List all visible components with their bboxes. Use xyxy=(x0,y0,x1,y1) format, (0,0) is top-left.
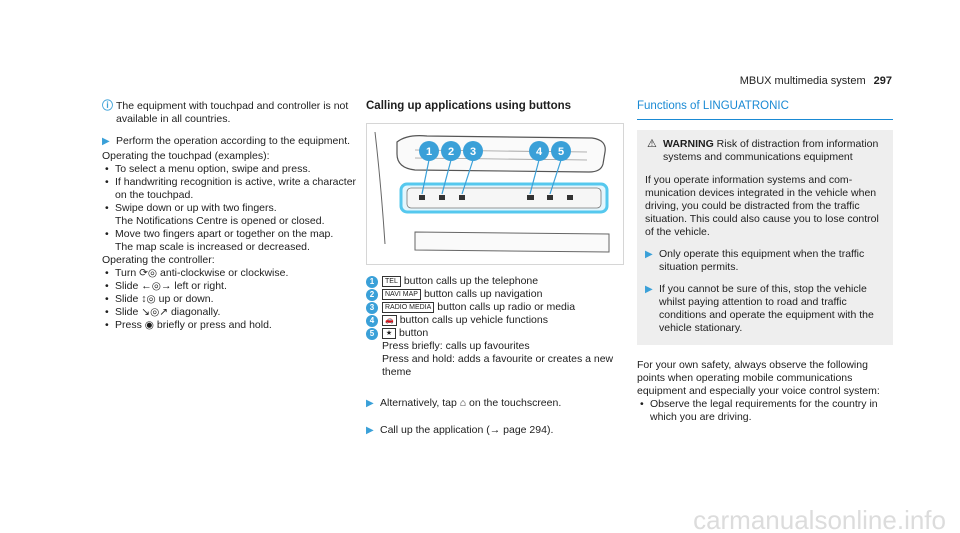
instruction-step: ▶ Alternatively, tap ⌂ on the touchscree… xyxy=(366,397,624,410)
controller-slide-diag-icon: ↘◎↗ xyxy=(141,306,169,318)
callout-label: 3 xyxy=(470,146,476,158)
list-item: Turn ⟳◎ anti-clockwise or clockwise. xyxy=(102,267,360,280)
list-item: Slide ↕◎ up or down. xyxy=(102,293,360,306)
legend-number: 1 xyxy=(366,276,378,288)
warning-triangle-icon: ⚠ xyxy=(647,138,657,150)
step-arrow-icon: ▶ xyxy=(366,398,374,409)
list-item: Press ◉ briefly or press and hold. xyxy=(102,319,360,332)
legend-detail: Press briefly: calls up favourites xyxy=(382,340,530,352)
legend-item-favourites: 5 ★button Press briefly: calls up favour… xyxy=(366,327,624,379)
touchpad-heading: Operating the touchpad (examples): xyxy=(102,150,270,162)
navi-map-button-icon: NAVI MAP xyxy=(382,289,421,300)
note-text: The equipment with touchpad and controll… xyxy=(116,100,349,125)
controller-press-icon: ◉ xyxy=(144,319,154,331)
page-number: 297 xyxy=(873,75,892,87)
legend-number: 5 xyxy=(366,328,378,340)
callout-label: 2 xyxy=(448,146,454,158)
list-item: Slide ↘◎↗ diagonally. xyxy=(102,306,360,319)
column-touchpad-controller: ⓘ The equipment with touchpad and contro… xyxy=(102,100,360,332)
legend-number: 2 xyxy=(366,289,378,301)
list-item: Swipe down or up with two fingers. xyxy=(102,202,360,215)
step-text: Only operate this equipment when the tra… xyxy=(659,248,865,273)
list-item: To select a menu option, swipe and press… xyxy=(102,163,360,176)
verb: Slide xyxy=(115,280,139,292)
page-header: MBUX multimedia system 297 xyxy=(740,75,892,88)
step-text: Alternatively, tap ⌂ on the touchscreen. xyxy=(380,397,562,409)
list-sub-text: The map scale is increased or decreased. xyxy=(115,241,310,253)
section-heading: Calling up applications using buttons xyxy=(366,100,572,112)
column-linguatronic: Functions of LINGUATRONIC ⚠ WARNING Risk… xyxy=(637,100,893,424)
item-text: up or down. xyxy=(158,293,214,305)
vehicle-button-icon: 🚗 xyxy=(382,315,397,326)
watermark: carmanualsonline.info xyxy=(693,505,946,533)
list-item: Slide ←◎→ left or right. xyxy=(102,280,360,293)
legend-item-vehicle: 4 🚗button calls up vehicle functions xyxy=(366,314,624,327)
warning-title: WARNING xyxy=(663,138,714,150)
verb: Slide xyxy=(115,306,139,318)
page-link[interactable]: Call up the application (→ page 294). xyxy=(380,424,554,436)
controller-turn-icon: ⟳◎ xyxy=(139,267,158,279)
item-text: diagonally. xyxy=(170,306,221,318)
column-buttons: Calling up applications using buttons xyxy=(366,100,624,439)
callout-label: 1 xyxy=(426,146,432,158)
touchpad-list-2: Move two fingers apart or together on th… xyxy=(102,228,360,241)
step-arrow-icon: ▶ xyxy=(366,425,374,436)
verb: Press xyxy=(115,319,142,331)
legend-number: 4 xyxy=(366,315,378,327)
legend-text: button calls up navigation xyxy=(423,288,543,300)
console-illustration: 1 2 3 4 5 xyxy=(366,123,624,265)
requirements-list: Observe the legal requirements for the c… xyxy=(637,398,893,424)
legend-text: button calls up radio or media xyxy=(437,301,576,313)
step-arrow-icon: ▶ xyxy=(102,136,110,147)
item-text: left or right. xyxy=(174,280,227,292)
warning-step: ▶ Only operate this equipment when the t… xyxy=(645,248,885,274)
instruction-step: ▶ Perform the operation according to the… xyxy=(102,135,360,148)
verb: Slide xyxy=(115,293,139,305)
warning-box: ⚠ WARNING Risk of distraction from infor… xyxy=(637,130,893,345)
callout-label: 4 xyxy=(536,146,543,158)
warning-header: ⚠ WARNING Risk of distraction from infor… xyxy=(645,138,885,164)
touchpad-list: To select a menu option, swipe and press… xyxy=(102,163,360,215)
tel-button-icon: TEL xyxy=(382,276,401,287)
controller-list: Turn ⟳◎ anti-clockwise or clockwise. Sli… xyxy=(102,267,360,332)
legend-text: button xyxy=(399,327,429,339)
legend-text: button calls up the telephone xyxy=(403,275,539,287)
list-item: Move two fingers apart or together on th… xyxy=(102,228,360,241)
body-text: For your own safety, always observe the … xyxy=(637,359,880,397)
legend-detail: Press and hold: adds a favourite or crea… xyxy=(382,353,614,378)
warning-step: ▶ If you cannot be sure of this, stop th… xyxy=(645,283,885,335)
section-heading-link: Functions of LINGUATRONIC xyxy=(637,100,893,120)
callout-label: 5 xyxy=(558,146,564,158)
controller-heading: Operating the controller: xyxy=(102,254,215,266)
star-button-icon: ★ xyxy=(382,328,396,339)
step-arrow-icon: ▶ xyxy=(645,249,653,260)
info-icon: ⓘ xyxy=(102,100,113,112)
legend-number: 3 xyxy=(366,302,378,314)
warning-body: If you operate information systems and c… xyxy=(645,174,879,238)
list-sub-text: The Notifications Centre is opened or cl… xyxy=(115,215,325,227)
legend-text: button calls up vehicle functions xyxy=(399,314,548,326)
step-arrow-icon: ▶ xyxy=(645,284,653,295)
item-text: briefly or press and hold. xyxy=(156,319,272,331)
console-drawing: 1 2 3 4 5 xyxy=(374,131,610,253)
warning-lead: Risk of distraction from infor­mation sy… xyxy=(663,138,879,163)
step-text: If you cannot be sure of this, stop the … xyxy=(659,283,874,334)
section-title: MBUX multimedia system xyxy=(739,75,866,87)
controller-slide-lr-icon: ←◎→ xyxy=(141,280,172,292)
list-item: If handwriting recognition is active, wr… xyxy=(102,176,360,202)
verb: Turn xyxy=(115,267,137,279)
item-text: anti-clockwise or clockwise. xyxy=(160,267,289,279)
info-note: ⓘ The equipment with touchpad and contro… xyxy=(102,100,360,126)
instruction-step: ▶ Call up the application (→ page 294). xyxy=(366,424,624,437)
list-item: Observe the legal requirements for the c… xyxy=(637,398,893,424)
step-text: Perform the operation according to the e… xyxy=(116,135,351,147)
controller-slide-ud-icon: ↕◎ xyxy=(141,293,156,305)
radio-media-button-icon: RADIO MEDIA xyxy=(382,302,435,313)
